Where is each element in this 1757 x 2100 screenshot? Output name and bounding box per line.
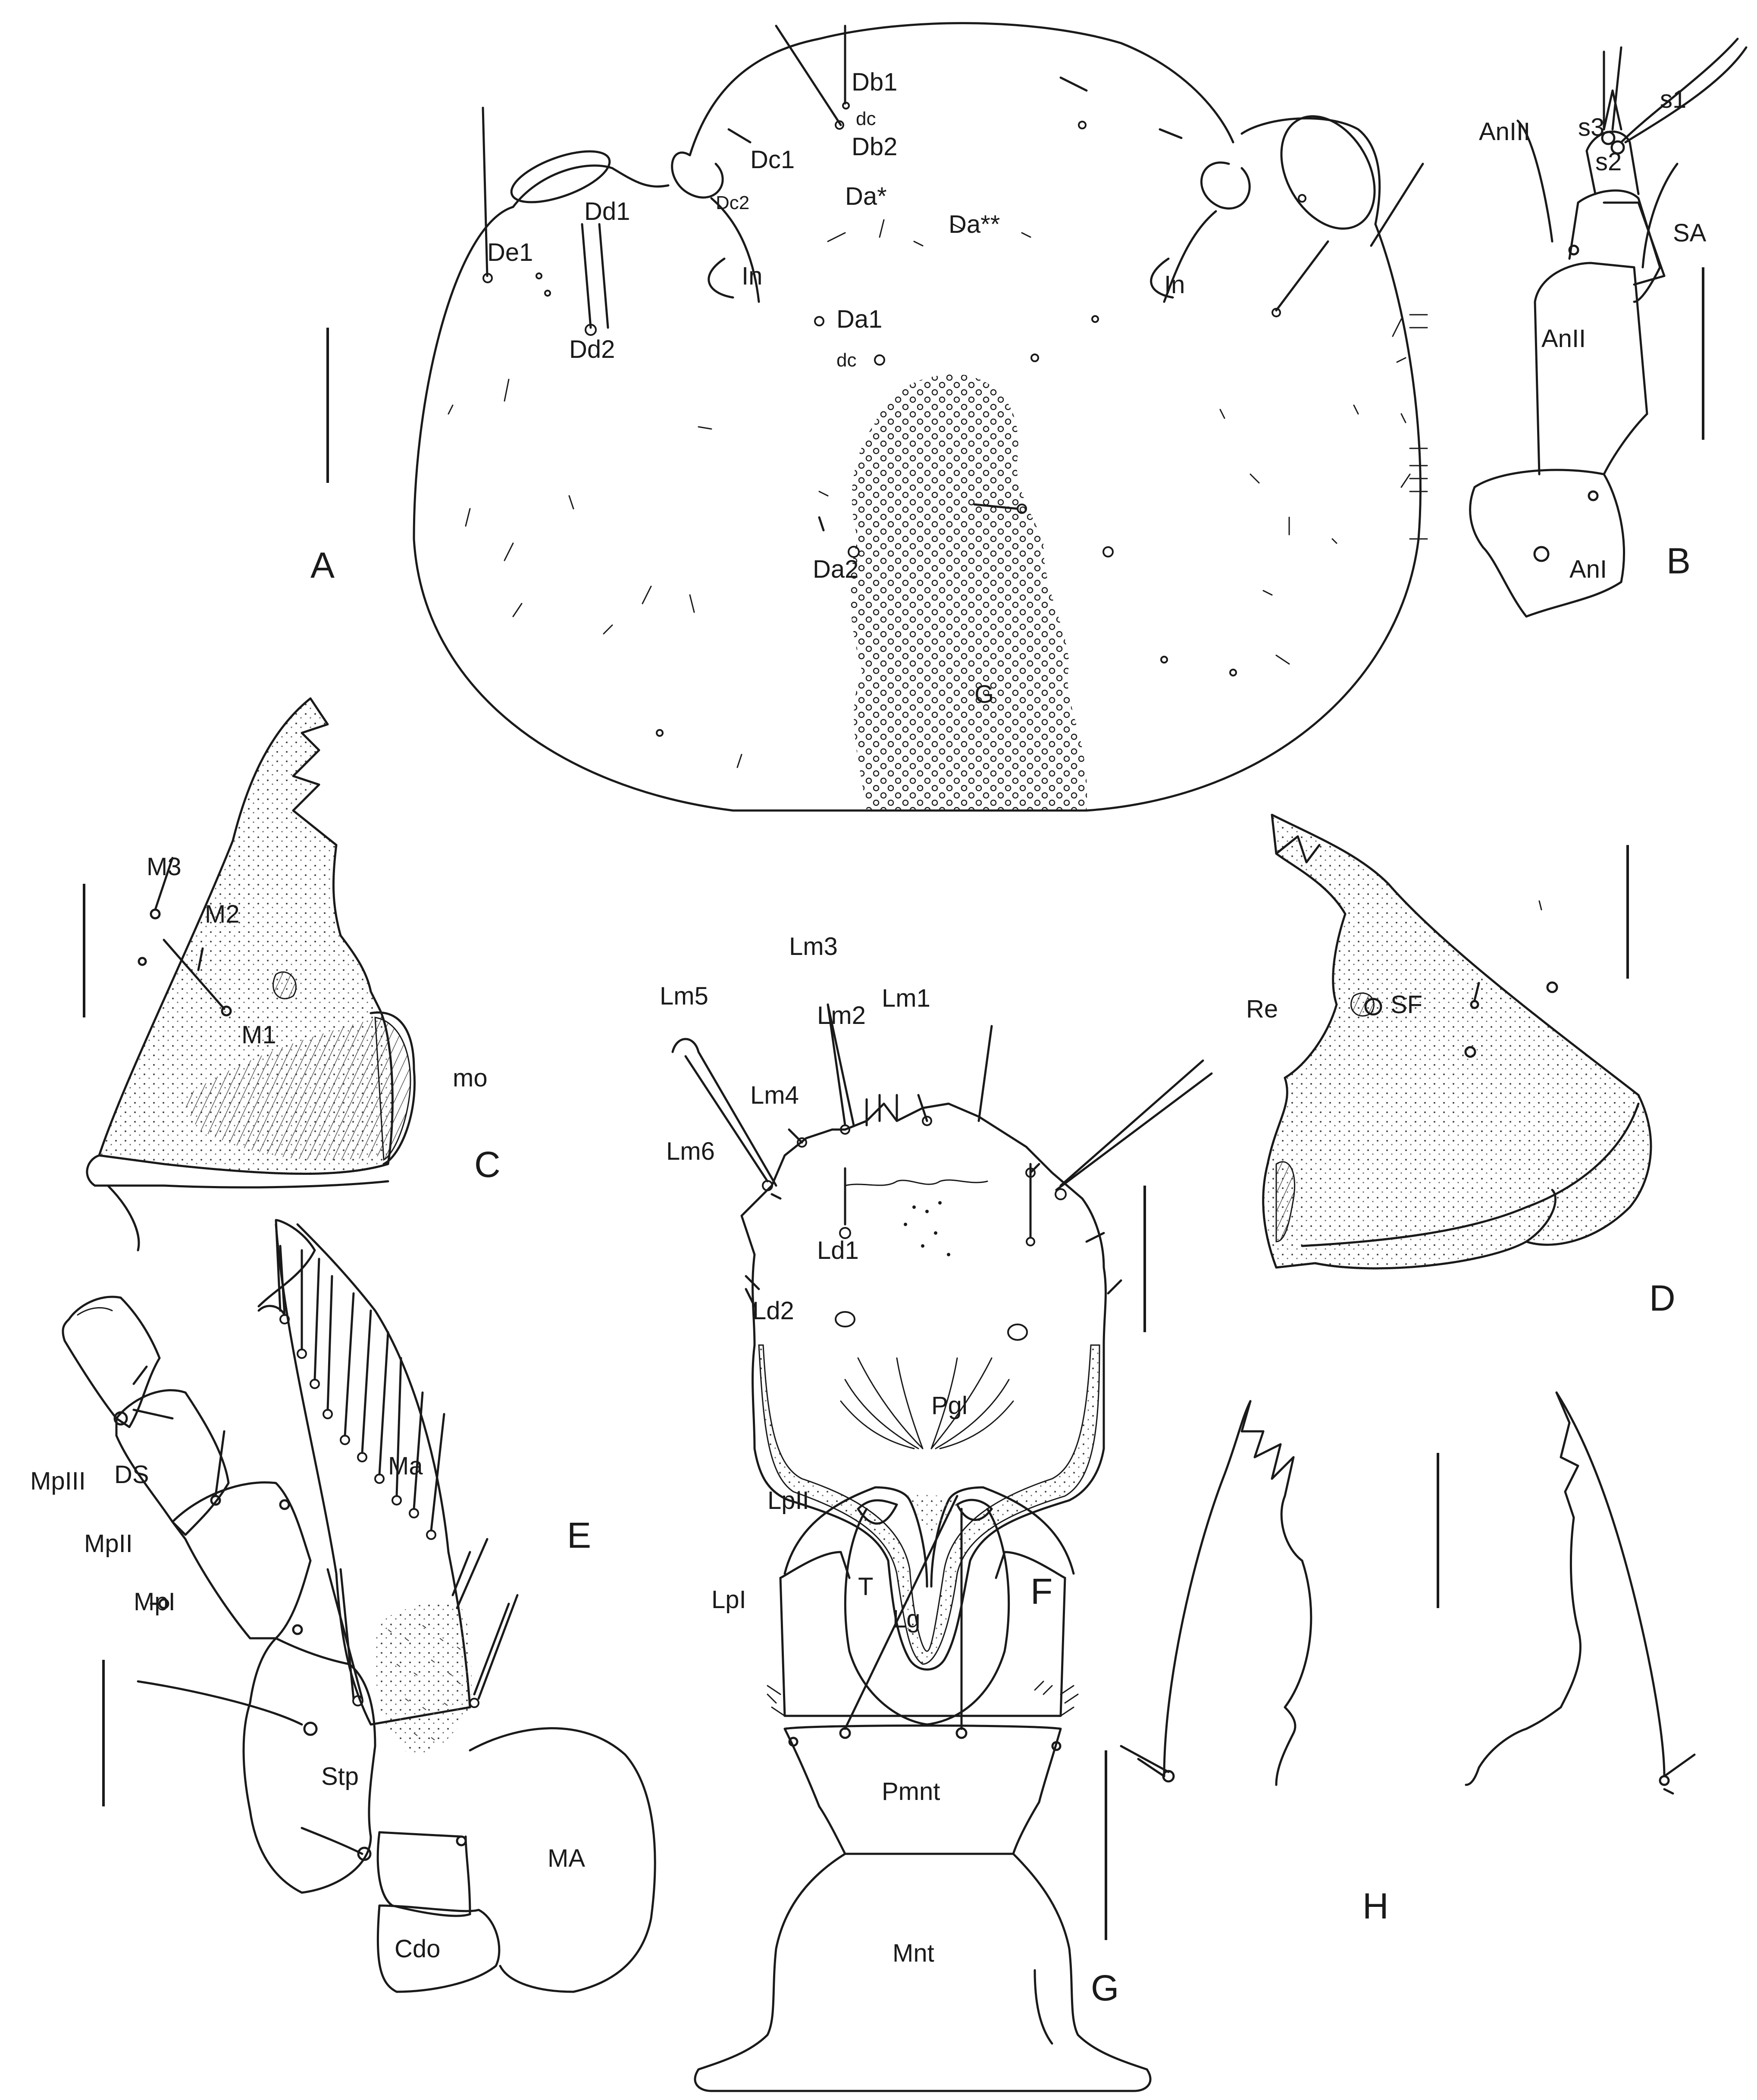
panel-d-mandible: Re SF D xyxy=(1246,814,1676,1318)
label-stp: Stp xyxy=(321,1762,359,1790)
label-ma: Ma xyxy=(388,1452,423,1480)
label-max-articulation: MA xyxy=(548,1844,585,1872)
label-sf: SF xyxy=(1391,991,1422,1019)
panel-letter-d: D xyxy=(1649,1278,1676,1318)
label-an3: AnIII xyxy=(1479,118,1530,146)
label-dd1: Dd1 xyxy=(584,197,630,225)
label-dd2: Dd2 xyxy=(569,335,615,363)
label-re: Re xyxy=(1246,995,1278,1023)
label-m1: M1 xyxy=(241,1021,276,1049)
panel-letter-f: F xyxy=(1030,1571,1052,1612)
label-s1: s1 xyxy=(1660,85,1686,113)
label-da-double-star: Da** xyxy=(949,210,1000,238)
label-mp2: MpII xyxy=(84,1530,133,1558)
label-pmnt: Pmnt xyxy=(882,1778,940,1806)
label-an2: AnII xyxy=(1541,325,1586,353)
label-mnt: Mnt xyxy=(893,1939,934,1967)
label-in-right: In xyxy=(1164,271,1185,299)
label-s2: s2 xyxy=(1595,148,1622,176)
label-da1: Da1 xyxy=(836,305,882,333)
label-pgl: Pgl xyxy=(931,1392,968,1420)
label-m2: M2 xyxy=(205,900,240,928)
label-lm5: Lm5 xyxy=(660,982,708,1010)
panel-a-head-capsule: Db1 dc Db2 Dc1 Dc2 Da* Da** Dd1 De1 In I… xyxy=(310,22,1428,812)
label-lp1: LpI xyxy=(711,1586,746,1614)
label-lm2: Lm2 xyxy=(817,1001,866,1030)
label-in-left: In xyxy=(742,262,762,290)
panel-c-mandible: M3 M2 M1 mo C xyxy=(83,697,501,1252)
label-g: G xyxy=(974,680,994,708)
label-dc-upper: dc xyxy=(856,108,876,129)
panel-b-antenna: s3 s1 AnIII s2 SA AnII AnI B xyxy=(1469,38,1748,618)
panel-letter-g: G xyxy=(1091,1968,1119,2008)
label-ds: DS xyxy=(114,1461,149,1489)
label-lm4: Lm4 xyxy=(750,1081,799,1109)
panel-letter-a: A xyxy=(310,545,335,585)
label-cdo: Cdo xyxy=(395,1935,440,1963)
label-lm6: Lm6 xyxy=(666,1137,715,1165)
label-lm3: Lm3 xyxy=(789,933,838,961)
label-mp1: MpI xyxy=(134,1588,175,1616)
label-s3: s3 xyxy=(1578,113,1604,141)
label-mo: mo xyxy=(453,1064,488,1092)
label-m3: M3 xyxy=(147,853,182,881)
panel-h-mandible-tips: H xyxy=(1120,1391,1696,1926)
label-dc2: Dc2 xyxy=(716,192,749,213)
label-db1: Db1 xyxy=(852,68,897,96)
label-da-star: Da* xyxy=(845,182,887,210)
label-ld2: Ld2 xyxy=(752,1297,794,1325)
panel-f-labrum: Lm3 Lm5 Lm2 Lm1 Lm4 Lm6 Ld1 Ld2 Pgl T F xyxy=(660,933,1213,1671)
panel-e-maxilla: MpIII DS Ma MpII MpI Stp MA Cdo E xyxy=(30,1219,656,1993)
panel-letter-b: B xyxy=(1666,541,1691,581)
label-da2: Da2 xyxy=(813,555,858,583)
label-lm1: Lm1 xyxy=(882,984,930,1012)
label-dc1: Dc1 xyxy=(750,146,795,174)
label-de1: De1 xyxy=(487,238,533,266)
label-lp2: LpII xyxy=(767,1487,809,1515)
label-t: T xyxy=(858,1573,873,1601)
panel-g-labium: LpII LpI Lg Pmnt Mnt G xyxy=(694,1486,1152,2092)
panel-letter-c: C xyxy=(474,1144,501,1185)
label-lg: Lg xyxy=(893,1605,921,1633)
label-mp3: MpIII xyxy=(30,1467,86,1495)
panel-letter-e: E xyxy=(567,1515,591,1555)
label-dc-lower: dc xyxy=(836,350,856,371)
label-ld1: Ld1 xyxy=(817,1236,859,1264)
panel-letter-h: H xyxy=(1362,1886,1389,1926)
label-db2: Db2 xyxy=(852,133,897,161)
label-an1: AnI xyxy=(1569,555,1607,583)
label-sa: SA xyxy=(1673,219,1707,247)
